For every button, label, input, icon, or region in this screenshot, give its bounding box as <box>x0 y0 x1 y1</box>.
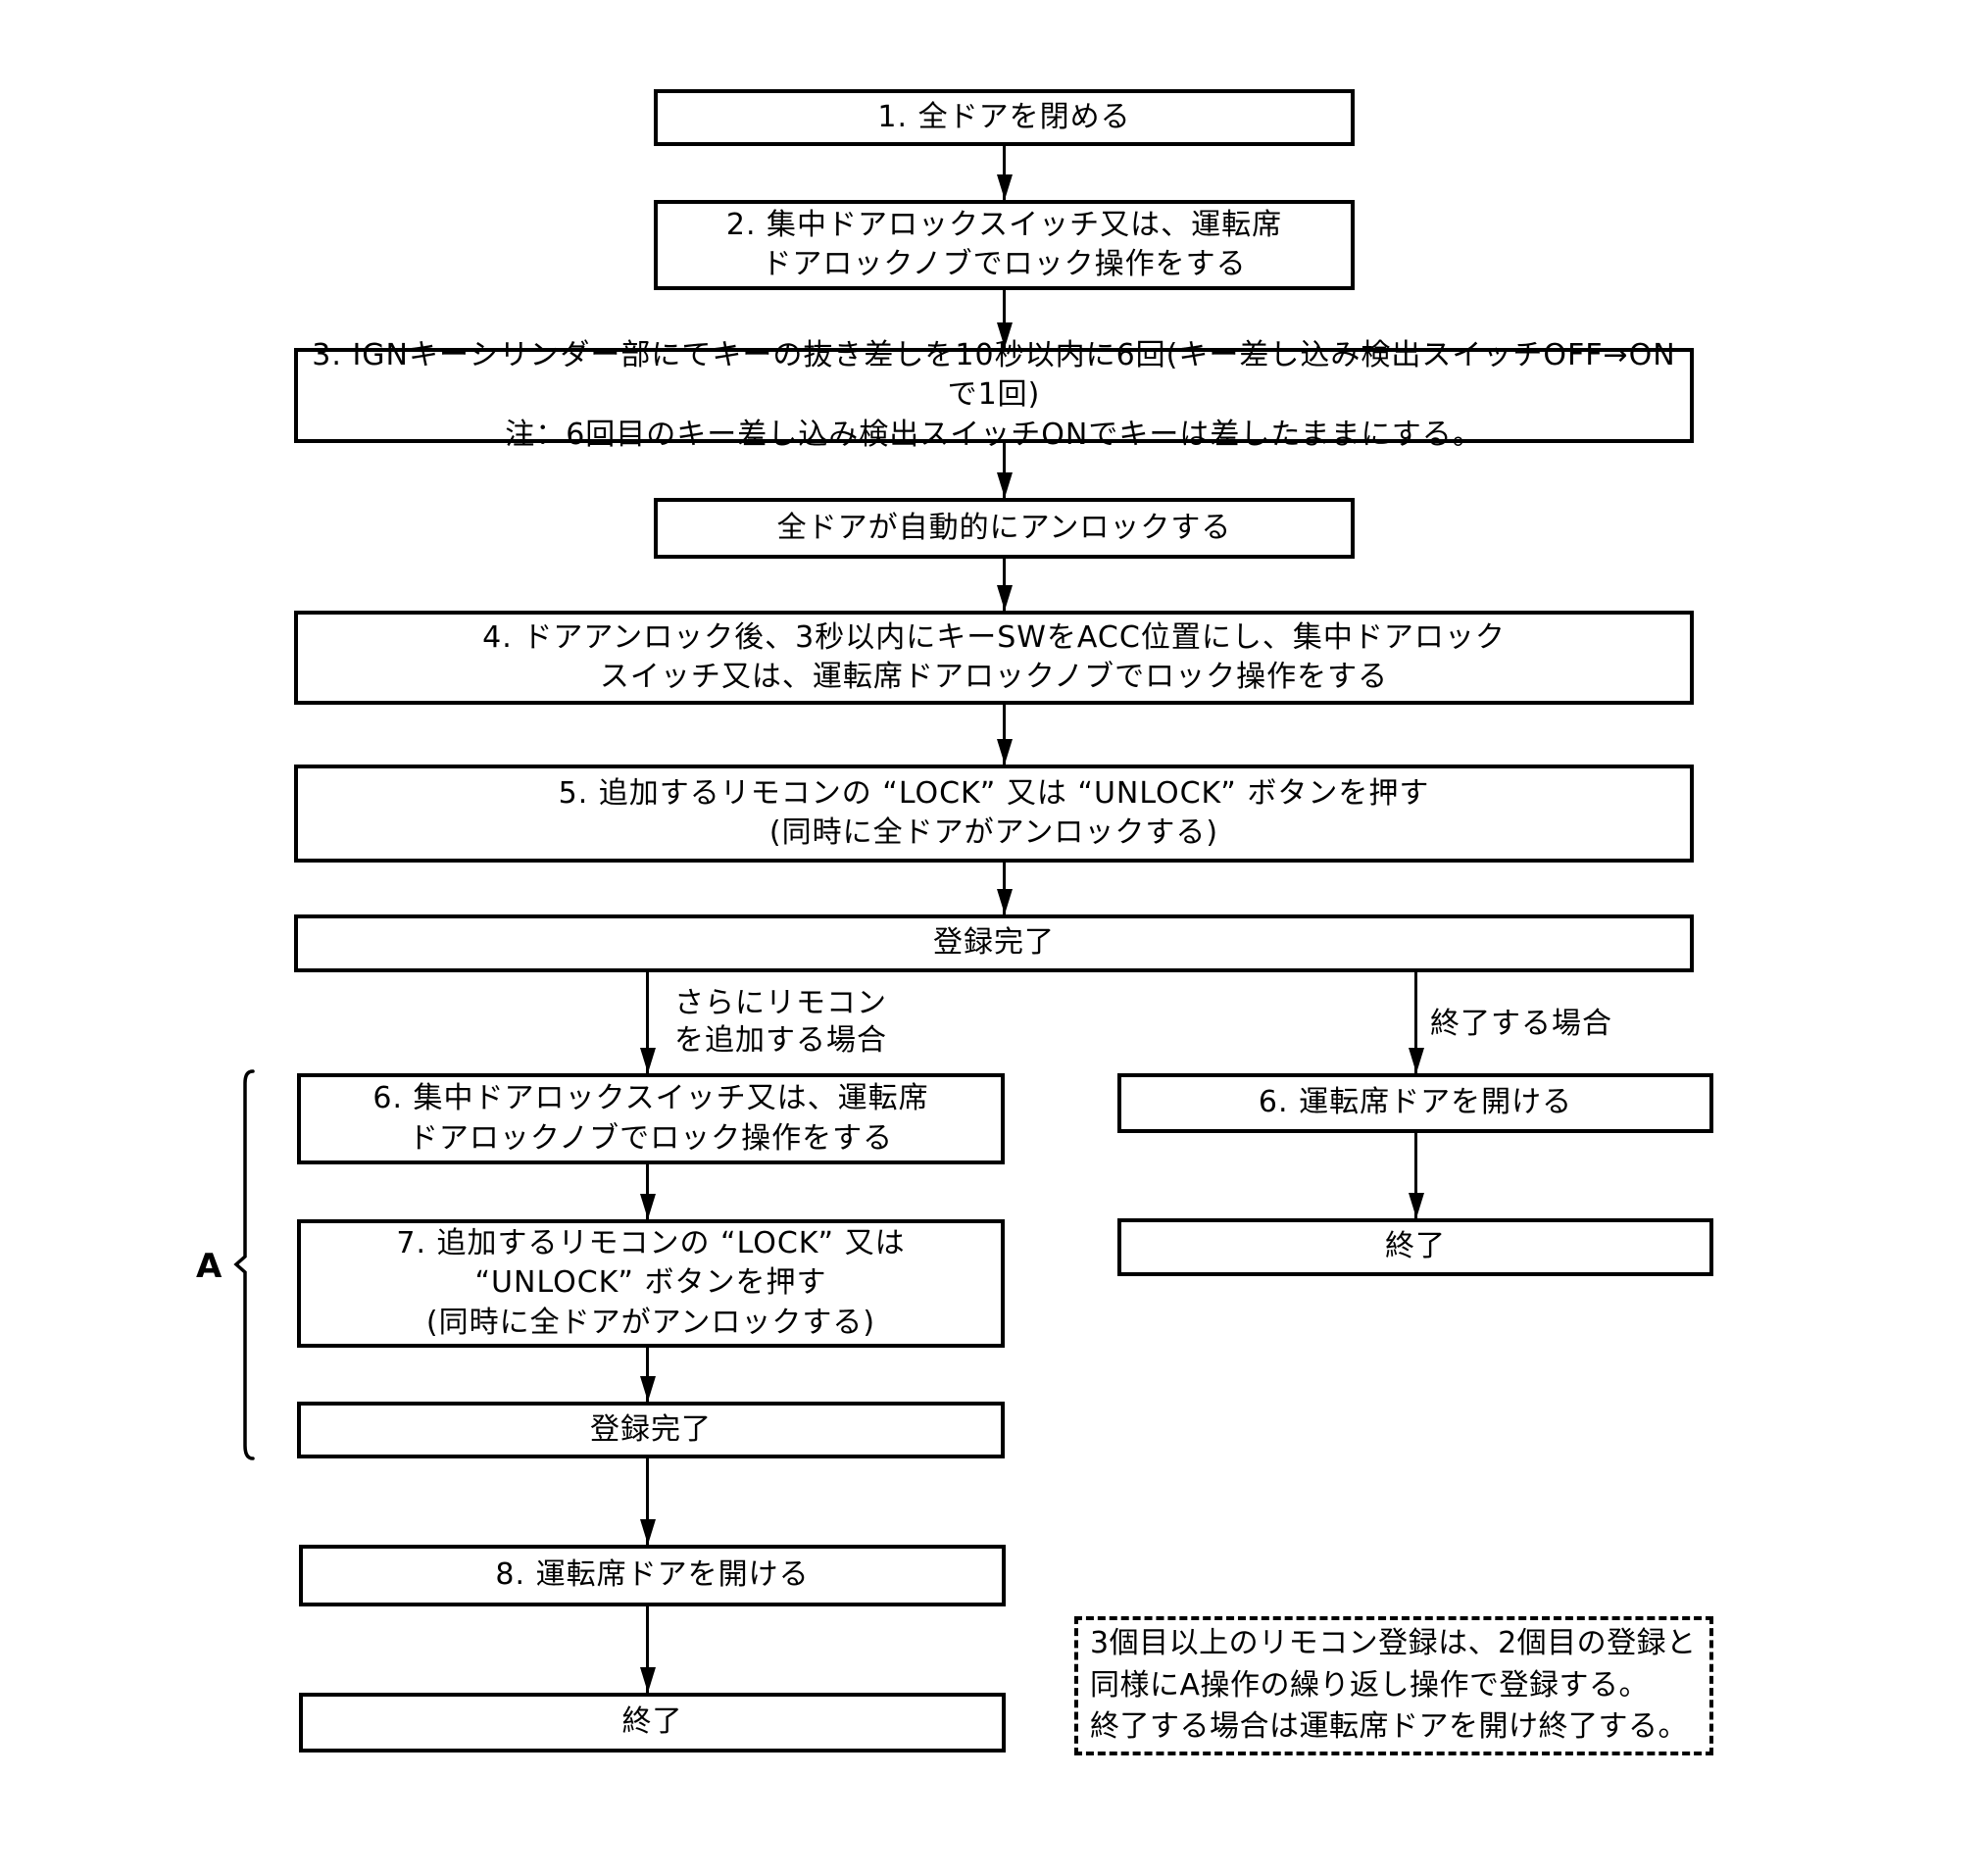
arrow-left-step7-regdone2 <box>639 1348 656 1402</box>
arrow-left-step6-step7 <box>639 1164 656 1219</box>
reg-done-2-text: 登録完了 <box>590 1411 712 1447</box>
left-step6-line2: ドアロックノブでロック操作をする <box>408 1120 894 1156</box>
step3-line1: 3. IGNキーシリンダー部にてキーの抜き差しを10秒以内に6回(キー差し込み検… <box>312 337 1676 413</box>
flow-box-step2: 2. 集中ドアロックスイッチ又は、運転席 ドアロックノブでロック操作をする <box>654 200 1355 290</box>
left-step8-text: 8. 運転席ドアを開ける <box>495 1557 810 1593</box>
repeat-group-label: A <box>196 1247 223 1286</box>
left-step6-line1: 6. 集中ドアロックスイッチ又は、運転席 <box>372 1081 929 1115</box>
arrow-left-step8-end <box>639 1606 656 1693</box>
step5-line2: (同時に全ドアがアンロックする) <box>768 815 1219 850</box>
branch-label-add-more-line1: さらにリモコン <box>674 986 887 1020</box>
flow-box-left-step6: 6. 集中ドアロックスイッチ又は、運転席 ドアロックノブでロック操作をする <box>297 1073 1005 1164</box>
flow-box-left-step8: 8. 運転席ドアを開ける <box>299 1545 1006 1606</box>
step3-line2: 注：6回目のキー差し込み検出スイッチONでキーは差したままにする。 <box>505 417 1483 452</box>
arrow-regdone2-left-step8 <box>639 1458 656 1545</box>
left-end-text: 終了 <box>621 1704 683 1740</box>
note-line3: 終了する場合は運転席ドアを開け終了する。 <box>1090 1709 1688 1745</box>
right-end-text: 終了 <box>1385 1229 1446 1264</box>
arrow-regdone1-right-step6 <box>1408 972 1424 1073</box>
repeat-group-bracket <box>233 1069 255 1460</box>
left-step7-line1: 7. 追加するリモコンの “LOCK” 又は <box>396 1225 906 1260</box>
flow-box-step4: 4. ドアアンロック後、3秒以内にキーSWをACC位置にし、集中ドアロック スイ… <box>294 611 1694 705</box>
arrow-regdone1-left-step6 <box>639 972 656 1073</box>
flow-box-step3: 3. IGNキーシリンダー部にてキーの抜き差しを10秒以内に6回(キー差し込み検… <box>294 338 1694 452</box>
step5-line1: 5. 追加するリモコンの “LOCK” 又は “UNLOCK” ボタンを押す <box>558 775 1430 811</box>
flow-box-right-end: 終了 <box>1117 1218 1713 1276</box>
arrow-step3-unlock <box>996 443 1013 498</box>
flow-box-right-step6: 6. 運転席ドアを開ける <box>1117 1073 1713 1133</box>
step4-line1: 4. ドアアンロック後、3秒以内にキーSWをACC位置にし、集中ドアロック <box>482 619 1506 655</box>
step2-line1: 2. 集中ドアロックスイッチ又は、運転席 <box>725 207 1283 242</box>
arrow-step2-step3 <box>996 290 1013 348</box>
branch-label-finish: 終了する場合 <box>1430 1006 1612 1043</box>
reg-done-1-text: 登録完了 <box>933 925 1055 961</box>
note-line2: 同様にA操作の繰り返し操作で登録する。 <box>1090 1667 1650 1703</box>
branch-label-finish-line1: 終了する場合 <box>1430 1007 1612 1041</box>
left-step7-line2: “UNLOCK” ボタンを押す <box>474 1265 827 1301</box>
right-step6-text: 6. 運転席ドアを開ける <box>1258 1085 1573 1120</box>
flow-box-registration-complete-2: 登録完了 <box>297 1402 1005 1458</box>
flow-box-step1: 1. 全ドアを閉める <box>654 89 1355 146</box>
flow-box-left-step7: 7. 追加するリモコンの “LOCK” 又は “UNLOCK” ボタンを押す (… <box>297 1219 1005 1348</box>
flow-box-auto-unlock: 全ドアが自動的にアンロックする <box>654 498 1355 559</box>
step1-text: 1. 全ドアを閉める <box>877 99 1131 134</box>
branch-label-add-more: さらにリモコン を追加する場合 <box>674 985 887 1060</box>
step4-line2: スイッチ又は、運転席ドアロックノブでロック操作をする <box>599 660 1389 694</box>
auto-unlock-text: 全ドアが自動的にアンロックする <box>776 510 1232 545</box>
branch-label-add-more-line2: を追加する場合 <box>674 1023 887 1059</box>
arrow-right-step6-end <box>1408 1133 1424 1218</box>
arrow-step5-regdone1 <box>996 863 1013 914</box>
note-line1: 3個目以上のリモコン登録は、2個目の登録と <box>1090 1626 1697 1661</box>
note-box: 3個目以上のリモコン登録は、2個目の登録と 同様にA操作の繰り返し操作で登録する… <box>1074 1616 1713 1755</box>
arrow-unlock-step4 <box>996 559 1013 611</box>
arrow-step4-step5 <box>996 705 1013 765</box>
left-step7-line3: (同時に全ドアがアンロックする) <box>425 1305 876 1340</box>
arrow-step1-step2 <box>996 146 1013 200</box>
flow-box-step5: 5. 追加するリモコンの “LOCK” 又は “UNLOCK” ボタンを押す (… <box>294 765 1694 863</box>
flow-box-left-end: 終了 <box>299 1693 1006 1753</box>
step2-line2: ドアロックノブでロック操作をする <box>762 247 1247 281</box>
flow-box-registration-complete-1: 登録完了 <box>294 914 1694 972</box>
